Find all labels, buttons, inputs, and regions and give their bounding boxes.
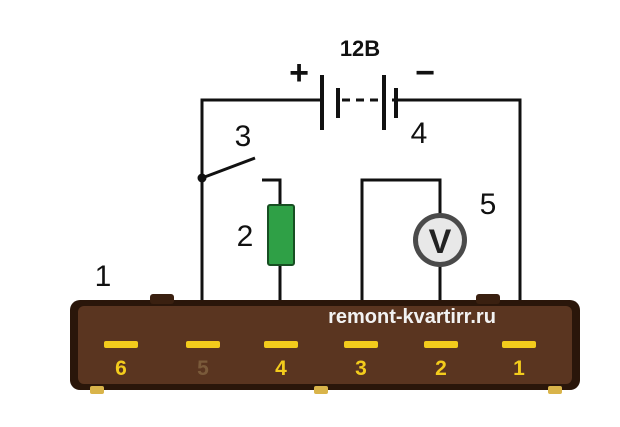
pin-6 — [104, 341, 138, 348]
pin-3 — [344, 341, 378, 348]
plus-sign: + — [289, 54, 309, 92]
watermark: remont-kvartirr.ru — [328, 306, 496, 328]
pin-label-1: 1 — [513, 357, 525, 380]
battery-symbol — [320, 75, 398, 130]
wire-top-right — [392, 98, 522, 302]
callout-3: 3 — [235, 120, 252, 153]
wire-voltmeter-left — [360, 178, 442, 300]
wire-top-left — [200, 98, 322, 300]
pin-label-2: 2 — [435, 357, 447, 380]
pin-4 — [264, 341, 298, 348]
pin-label-3: 3 — [355, 357, 367, 380]
callout-2: 2 — [237, 220, 254, 253]
pin-5 — [186, 341, 220, 348]
relay-block — [70, 294, 580, 394]
pin-2 — [424, 341, 458, 348]
pins — [104, 341, 536, 348]
callout-1: 1 — [95, 260, 112, 293]
pin-label-4: 4 — [275, 357, 287, 380]
minus-sign: − — [415, 54, 435, 92]
switch-arm — [201, 156, 256, 180]
voltmeter-icon: V — [413, 213, 467, 267]
wiring — [200, 98, 522, 302]
pin-label-5: 5 — [197, 357, 209, 380]
voltage-label: 12В — [340, 36, 380, 61]
voltmeter-symbol: V — [429, 223, 452, 261]
pin-1 — [502, 341, 536, 348]
callout-5: 5 — [480, 188, 497, 221]
callout-4: 4 — [411, 117, 428, 150]
pin-label-6: 6 — [115, 357, 127, 380]
resistor — [267, 204, 295, 266]
switch-pivot — [197, 173, 207, 183]
